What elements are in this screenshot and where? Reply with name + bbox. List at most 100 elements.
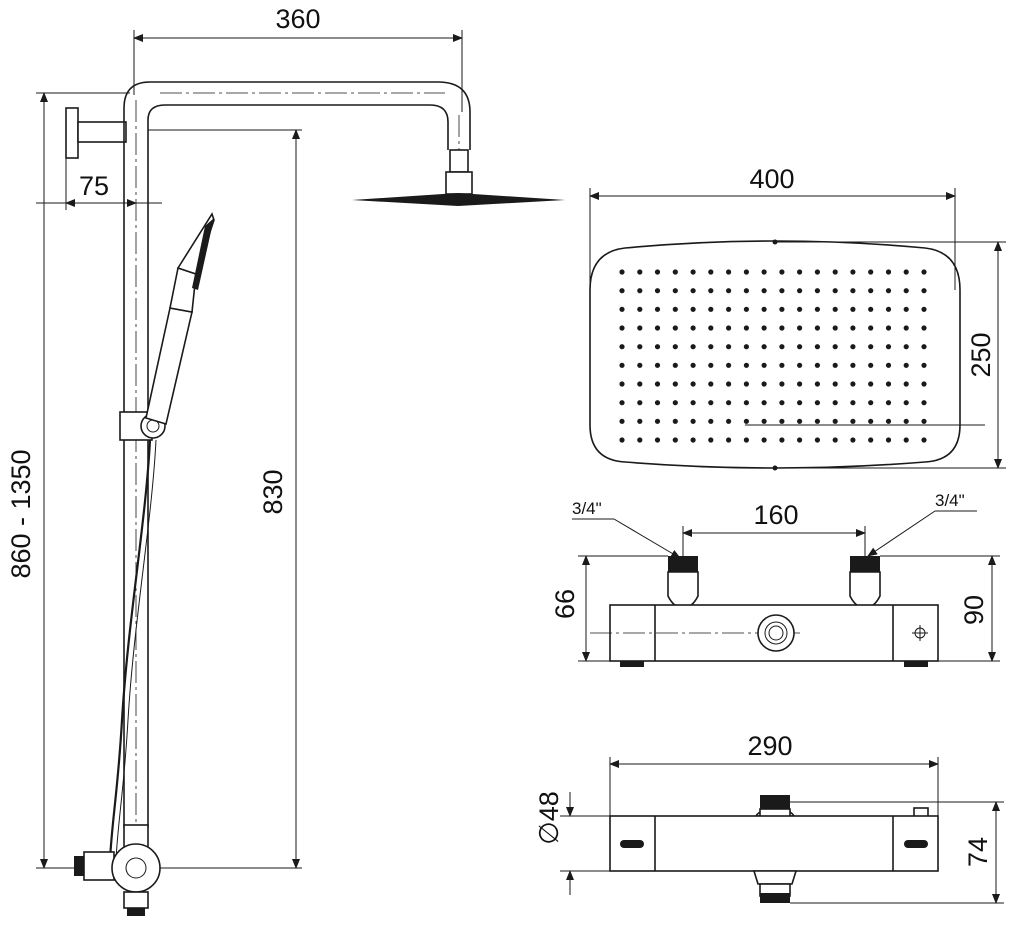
- label-mixer-height: 90: [959, 595, 989, 625]
- hand-shower: [145, 212, 215, 426]
- nozzle-dot: [743, 437, 750, 443]
- nozzle-dot: [708, 325, 714, 331]
- nozzle-dot: [619, 269, 625, 275]
- nozzle-dot: [850, 344, 856, 350]
- nozzle-dot: [885, 381, 892, 387]
- dim-inlet-spacing: 160: [682, 500, 866, 556]
- nozzle-dot: [885, 269, 892, 275]
- dim-head-height: 830: [148, 129, 302, 869]
- nozzle-dot: [637, 325, 643, 331]
- nozzle-dot: [637, 269, 643, 275]
- nozzle-dot: [672, 437, 678, 443]
- nozzle-dot: [868, 418, 874, 424]
- nozzle-dot: [832, 344, 838, 350]
- nozzle-dot: [814, 381, 821, 387]
- nozzle-dot: [690, 381, 696, 387]
- nozzle-dot: [726, 437, 732, 443]
- nozzle-dot: [814, 400, 821, 406]
- nozzle-dot: [868, 381, 874, 387]
- nozzle-dot: [690, 325, 696, 331]
- nozzle-dot: [708, 400, 714, 406]
- nozzle-dot: [761, 437, 767, 443]
- nozzle-dot: [868, 288, 874, 294]
- nozzle-dot: [619, 381, 625, 387]
- nozzle-dot: [868, 325, 874, 331]
- nozzle-dot: [761, 306, 767, 312]
- nozzle-dot: [903, 306, 909, 312]
- outlet-front: [757, 614, 795, 652]
- overhead-arm: [123, 81, 473, 200]
- nozzle-dot: [761, 288, 767, 294]
- nozzle-dot: [672, 362, 678, 368]
- nozzle-dot: [690, 418, 696, 424]
- nozzle-dot: [850, 437, 856, 443]
- dim-body-diameter: ∅48: [534, 791, 610, 895]
- nozzle-dot: [672, 325, 678, 331]
- mixer-top-view: 290 ∅48 74: [534, 731, 1004, 904]
- dim-mixer-length: 290: [609, 731, 939, 816]
- label-inlet-height: 66: [550, 589, 580, 619]
- nozzle-dot: [903, 325, 909, 331]
- shower-hose: [108, 439, 157, 861]
- nozzle-dot: [814, 325, 821, 331]
- nozzle-dot: [637, 306, 643, 312]
- nozzle-dot: [637, 288, 643, 294]
- nozzle-dot: [779, 381, 785, 387]
- label-mixer-depth: 74: [963, 837, 993, 867]
- shower-column-side-view: 360 75 860 - 1350 830: [6, 4, 565, 916]
- nozzle-dot: [779, 344, 785, 350]
- nozzle-dot: [619, 400, 625, 406]
- nozzle-dot: [814, 344, 821, 350]
- nozzle-dot: [690, 288, 696, 294]
- nozzle-dot: [637, 362, 643, 368]
- nozzle-dot: [761, 362, 767, 368]
- dim-wall-offset: 75: [36, 140, 162, 210]
- nozzle-dot: [903, 418, 909, 424]
- nozzle-dot: [726, 325, 732, 331]
- nozzle-dot: [814, 269, 821, 275]
- nozzle-dot: [797, 344, 803, 350]
- nozzle-dot: [814, 437, 821, 443]
- nozzle-dot: [761, 269, 767, 275]
- nozzle-dot: [637, 381, 643, 387]
- nozzle-dot: [814, 362, 821, 368]
- nozzle-dot: [797, 325, 803, 331]
- nozzle-dot: [654, 400, 661, 406]
- nozzle-dot: [779, 325, 785, 331]
- nozzle-dot: [708, 362, 714, 368]
- label-head-depth: 250: [966, 332, 996, 377]
- nozzle-dot: [921, 344, 927, 350]
- nozzle-dot: [672, 344, 678, 350]
- mixer-body-top: [609, 815, 939, 872]
- label-thread-right: 3/4": [935, 491, 965, 510]
- nozzle-dot: [654, 381, 661, 387]
- nozzle-dot: [885, 288, 892, 294]
- nozzle-dot: [885, 325, 892, 331]
- nozzle-dot: [850, 381, 856, 387]
- nozzle-dot: [654, 344, 661, 350]
- nozzle-dot: [903, 381, 909, 387]
- label-head-height: 830: [258, 469, 288, 514]
- temperature-mark: [912, 625, 928, 641]
- nozzle-dot: [921, 362, 927, 368]
- nozzle-dot: [637, 437, 643, 443]
- nozzle-dot: [832, 288, 838, 294]
- label-mixer-length: 290: [747, 731, 792, 761]
- nozzle-dot: [726, 306, 732, 312]
- mixer-top-inlet: [754, 795, 796, 818]
- nozzle-dot: [619, 418, 625, 424]
- nozzle-dot: [708, 437, 714, 443]
- nozzle-dot: [779, 269, 785, 275]
- nozzle-dot: [743, 381, 750, 387]
- nozzle-dot: [743, 344, 750, 350]
- nozzle-dot: [921, 400, 927, 406]
- nozzle-dot: [708, 344, 714, 350]
- nozzle-dot: [921, 381, 927, 387]
- nozzle-dot: [832, 437, 838, 443]
- nozzle-dot: [726, 344, 732, 350]
- nozzle-dot: [726, 381, 732, 387]
- dim-mixer-height: 90: [880, 555, 1000, 662]
- nozzle-dot: [850, 288, 856, 294]
- nozzle-dot: [726, 288, 732, 294]
